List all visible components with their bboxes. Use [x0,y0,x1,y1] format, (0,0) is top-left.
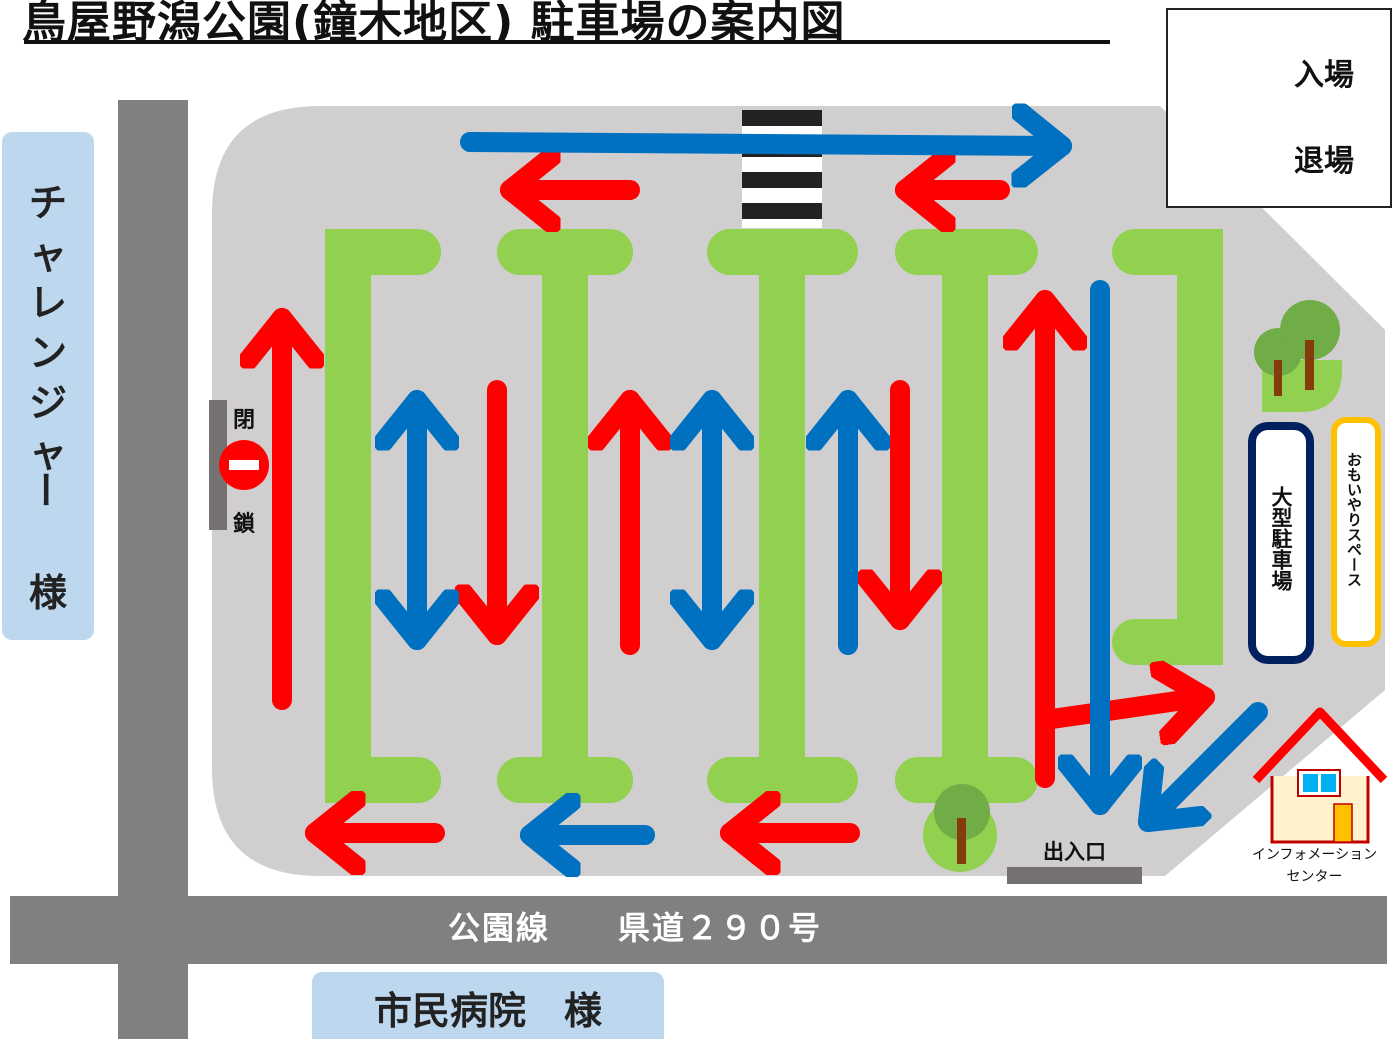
closed-gate-bar [209,400,227,530]
bottom-neighbor-label: 市民病院 様 [373,989,602,1033]
parking-islands [325,229,1223,803]
left-neighbor-char: ジ [28,381,67,425]
closed-gate-label-top: 閉 [233,408,256,433]
large-parking-area [1248,422,1314,664]
tree-icon [923,784,997,872]
road-label: 公園線 県道２９０号 [448,909,823,947]
bottom-neighbor-box: 市民病院 様 [312,972,664,1039]
info-center-line2: センター [1286,869,1343,885]
legend-entry-label: 入場 [1294,58,1354,93]
legend: 入場 退場 [1166,8,1392,208]
omoiyari-space-label: おもいやりスペース [1345,452,1363,587]
house-icon [1252,707,1388,844]
omoiyari-space-area [1331,417,1381,647]
entrance-label: 出入口 [1043,840,1106,864]
entry-arrow-icon [1035,697,1205,720]
entrance-gate-bar [1007,867,1142,884]
large-parking-label: 大型駐車場 [1269,486,1293,591]
left-neighbor-suffix: 様 [28,571,67,615]
main-road [10,896,1387,964]
title-underline [24,40,1110,44]
exit-arrow-icon [460,142,1062,146]
left-neighbor-char: ー [22,470,67,509]
left-neighbor-char: チ [28,181,67,225]
tree-icon [1254,300,1342,412]
left-neighbor-char: ン [28,331,67,375]
info-center-label: インフォメーション センター [1232,844,1397,888]
info-center-line1: インフォメーション [1251,847,1378,863]
left-neighbor-char: レ [28,281,67,325]
exit-arrow-icon [1148,702,1268,822]
left-neighbor-char: ャ [28,431,67,475]
entry-arrows [282,190,1205,833]
crosswalk [742,110,822,228]
legend-exit-label: 退場 [1294,144,1354,179]
left-neighbor-box: チ ャ レ ン ジ ャ ー 様 [2,132,94,640]
no-entry-icon [219,440,269,490]
closed-gate-label-bottom: 鎖 [233,512,256,537]
vertical-road [118,100,188,1039]
left-neighbor-char: ャ [28,233,67,277]
exit-arrows [417,142,1268,835]
